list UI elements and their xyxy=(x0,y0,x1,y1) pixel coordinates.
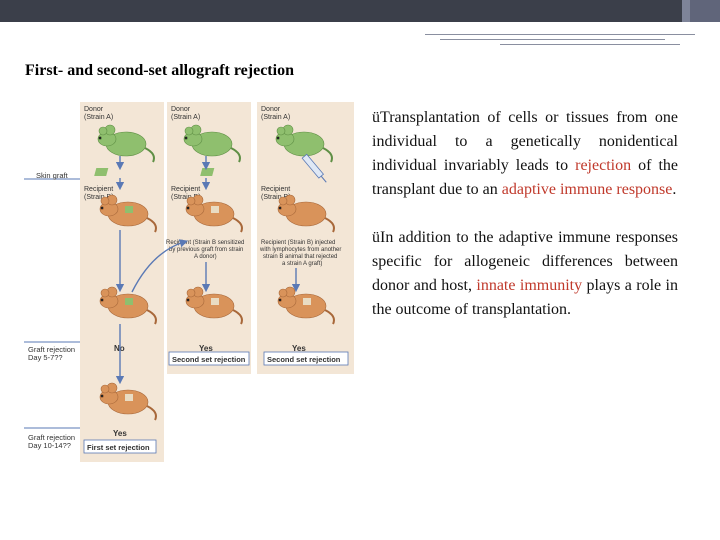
bullet-text: Transplantation of cells or tissues from… xyxy=(372,109,678,174)
recipient-mouse-icon xyxy=(277,286,335,325)
sensitized-caption: A donor) xyxy=(194,254,217,260)
recipient-strain-label: (Strain B) xyxy=(84,194,114,201)
decorative-line xyxy=(440,39,665,40)
graft-rejection-label: Graft rejection xyxy=(28,345,75,354)
donor-label: Donor xyxy=(84,106,104,113)
recipient-strain-label: (Strain B) xyxy=(171,194,201,201)
result-yes-label: Yes xyxy=(199,344,213,353)
injected-caption: with lymphocytes from another xyxy=(259,247,341,253)
sensitized-caption: Recipient (Strain B sensitized xyxy=(166,240,244,246)
check-icon: ü xyxy=(372,229,380,246)
sensitized-caption: by previous graft from strain xyxy=(169,247,243,253)
title-bar-accent xyxy=(690,0,720,22)
donor-strain-label: (Strain A) xyxy=(171,114,200,121)
recipient-mouse-icon xyxy=(185,286,243,325)
slide-title: First- and second-set allograft rejectio… xyxy=(25,62,294,79)
highlight-text: rejection xyxy=(575,157,632,174)
decorative-line xyxy=(500,44,680,45)
check-icon: ü xyxy=(372,109,380,126)
second-set-box xyxy=(168,351,250,366)
bullet-text: In addition to the adaptive immune respo… xyxy=(372,229,678,294)
bullet-item: üIn addition to the adaptive immune resp… xyxy=(372,226,678,322)
donor-label: Donor xyxy=(261,106,281,113)
second-set-label: Second set rejection xyxy=(172,355,246,364)
injected-caption: Recipient (Strain B) injected xyxy=(261,240,335,246)
recipient-label: Recipient xyxy=(171,186,200,193)
result-yes-label: Yes xyxy=(292,344,306,353)
graft-rejection-day-label: Day 5-7?? xyxy=(28,353,63,362)
skin-graft-label: Skin graft xyxy=(36,171,69,180)
recipient-mouse-icon xyxy=(99,194,157,233)
bullet-text: of the transplant due to an xyxy=(372,157,678,198)
injected-caption: a strain A graft) xyxy=(282,261,322,267)
bullet-text: . xyxy=(672,181,677,198)
syringe-icon xyxy=(301,153,327,183)
first-set-box xyxy=(83,439,157,454)
title-bar xyxy=(0,0,720,22)
injected-caption: strain B animal that rejected xyxy=(263,254,337,260)
allograft-rejection-figure: Donor (Strain A) Donor (Strain A) Donor … xyxy=(24,102,354,462)
recipient-strain-label: (Strain B) xyxy=(261,194,291,201)
donor-strain-label: (Strain A) xyxy=(261,114,290,121)
highlight-text: adaptive immune response xyxy=(501,181,673,198)
recipient-mouse-icon xyxy=(99,382,157,421)
bullet-list: üTransplantation of cells or tissues fro… xyxy=(372,106,678,346)
second-set-box xyxy=(263,351,349,366)
first-set-label: First set rejection xyxy=(87,443,150,452)
donor-strain-label: (Strain A) xyxy=(84,114,113,121)
recipient-label: Recipient xyxy=(261,186,290,193)
donor-label: Donor xyxy=(171,106,191,113)
result-yes-label: Yes xyxy=(113,429,127,438)
graft-rejection-day-label: Day 10-14?? xyxy=(28,441,71,450)
bullet-text: plays a role in the outcome of transplan… xyxy=(372,277,678,318)
recipient-mouse-icon xyxy=(99,286,157,325)
recipient-label: Recipient xyxy=(84,186,113,193)
graft-icon xyxy=(200,168,215,176)
decorative-line xyxy=(425,34,695,35)
graft-rejection-label: Graft rejection xyxy=(28,433,75,442)
title-bar-accent xyxy=(682,0,690,22)
highlight-text: innate immunity xyxy=(476,277,583,294)
arrow-icon xyxy=(131,239,189,293)
recipient-mouse-icon xyxy=(185,194,243,233)
second-set-label: Second set rejection xyxy=(267,355,341,364)
graft-icon xyxy=(94,168,109,176)
bullet-item: üTransplantation of cells or tissues fro… xyxy=(372,106,678,202)
